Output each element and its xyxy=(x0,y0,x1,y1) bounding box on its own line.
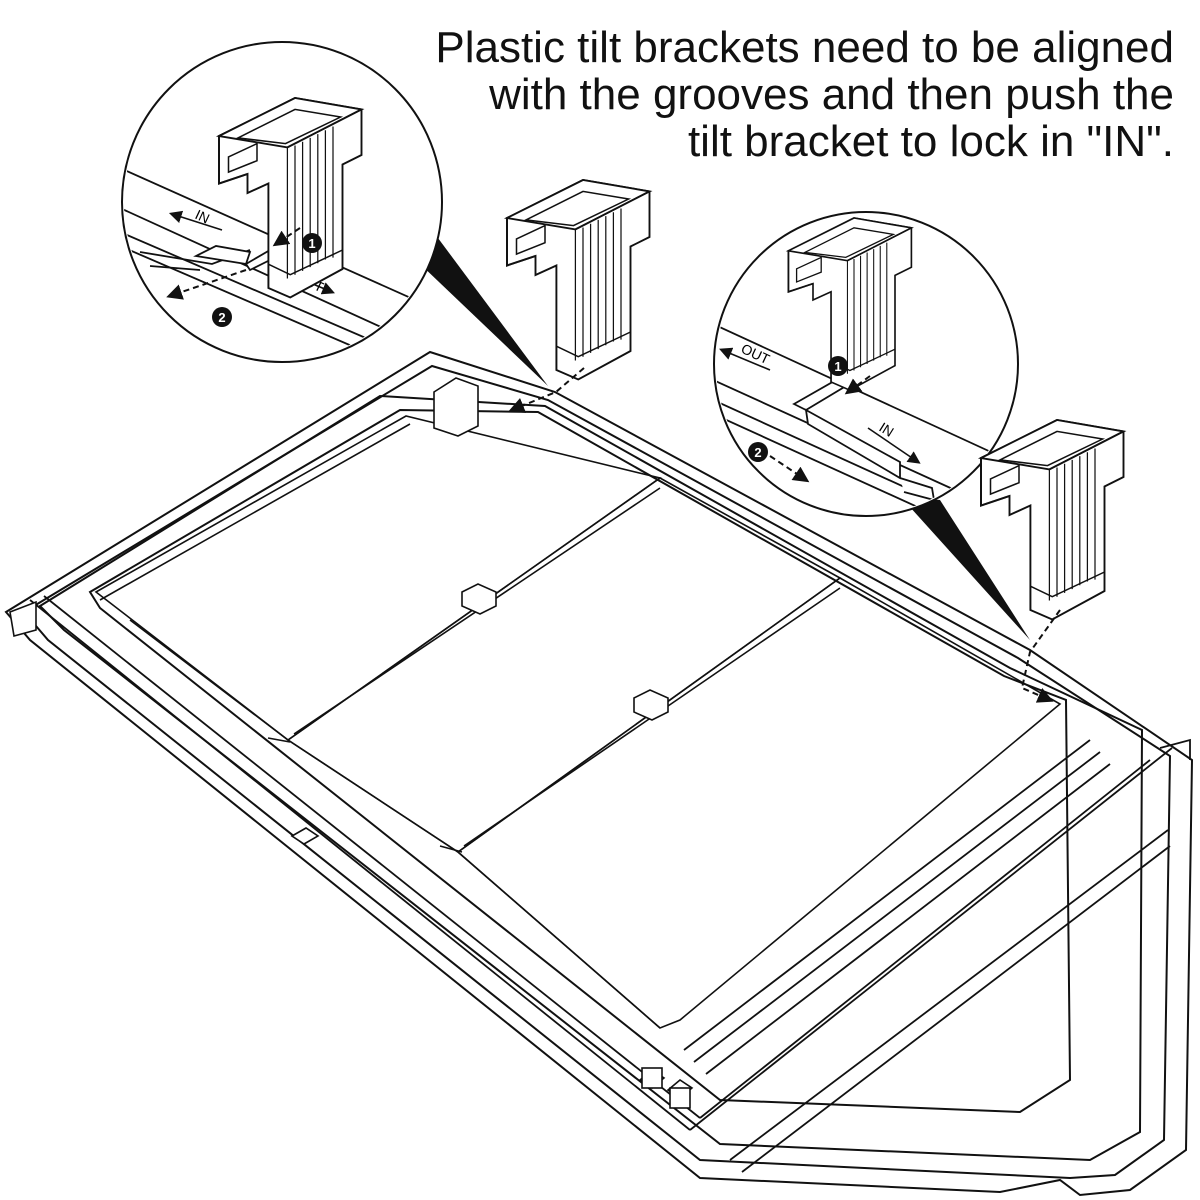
callout-left-in-label: IN xyxy=(193,206,212,226)
bracket-top xyxy=(506,179,651,381)
callout-right-step-1-badge xyxy=(828,356,848,376)
callout-left-in-tag: IN xyxy=(168,206,223,231)
bracket-top-arrow xyxy=(508,367,585,413)
callout-right-step-2: 2 xyxy=(754,445,761,460)
callout-left-arrow-2 xyxy=(166,269,247,300)
callout-right-arrow-2 xyxy=(769,455,810,483)
front-tabs xyxy=(9,600,694,1109)
callout-right-step-2-badge xyxy=(748,442,768,462)
callout-left-step-1: 1 xyxy=(308,236,315,251)
callout-left-step-2-badge xyxy=(212,307,232,327)
bracket-right xyxy=(980,419,1125,621)
front-rails xyxy=(29,595,1191,1173)
bracket-right-arrow xyxy=(1020,609,1061,703)
callout-left-arrow-1 xyxy=(272,227,301,247)
pane-connectors xyxy=(433,377,669,721)
caption-line-2: with the grooves and then push the xyxy=(489,70,1174,119)
callout-right: OUT IN 1 2 xyxy=(713,211,1030,640)
callout-left: IN OUT 1 2 xyxy=(121,41,548,386)
caption-line-3: tilt bracket to lock in "IN". xyxy=(687,117,1174,166)
callout-right-step-1: 1 xyxy=(834,359,841,374)
callout-left-step-2: 2 xyxy=(218,310,225,325)
caption-line-1: Plastic tilt brackets need to be aligned xyxy=(435,23,1174,72)
callout-right-arrow-1 xyxy=(844,375,871,395)
instruction-caption: Plastic tilt brackets need to be aligned… xyxy=(354,24,1174,165)
callout-left-step-1-badge xyxy=(302,233,322,253)
